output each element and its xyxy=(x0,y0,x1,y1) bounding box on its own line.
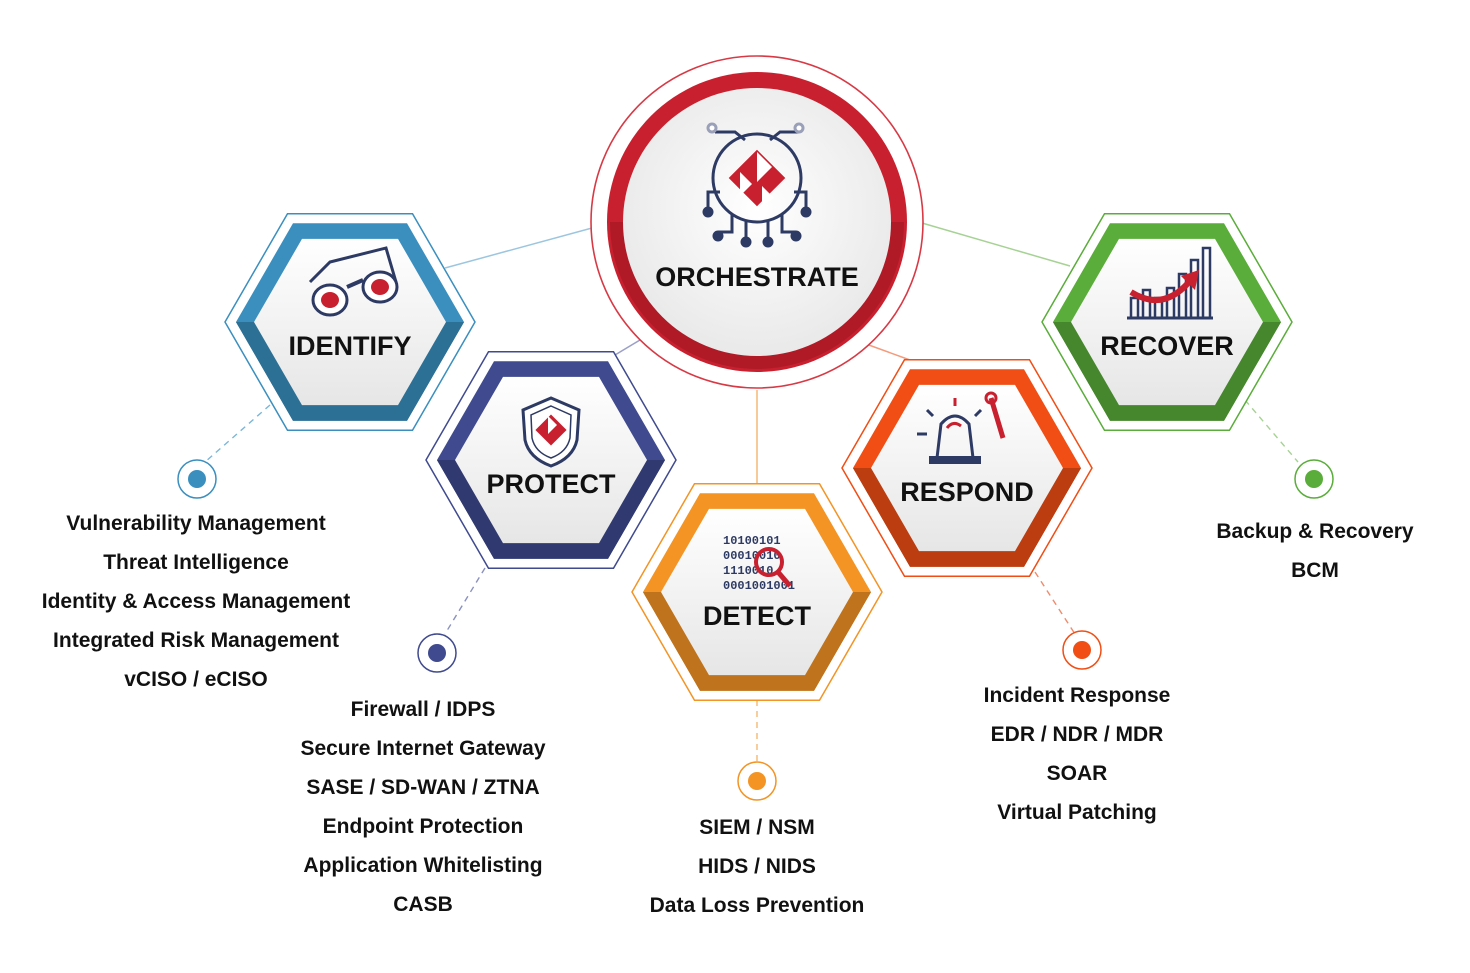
hex-node-respond: RESPOND xyxy=(841,358,1093,578)
shield-icon xyxy=(521,396,581,468)
list-detect: SIEM / NSM HIDS / NIDS Data Loss Preventio… xyxy=(577,808,937,925)
detect-label: DETECT xyxy=(703,601,812,631)
leader-recover xyxy=(1244,399,1299,463)
list-item: Backup & Recovery xyxy=(1216,520,1414,543)
leader-protect xyxy=(444,567,486,635)
dot-recover xyxy=(1294,459,1334,499)
binoculars-icon xyxy=(308,246,399,317)
hex-node-recover: RECOVER xyxy=(1041,212,1293,432)
connector-identify xyxy=(444,227,593,269)
list-item: vCISO / eCISO xyxy=(124,668,268,691)
dot-protect xyxy=(417,633,457,673)
growth-chart-icon xyxy=(1127,246,1213,320)
list-item: Identity & Access Management xyxy=(41,590,351,613)
hex-node-protect: PROTECT xyxy=(425,350,677,570)
leader-identify xyxy=(204,404,271,463)
identify-label: IDENTIFY xyxy=(288,331,411,361)
binary-row: 0001001001 xyxy=(723,579,795,593)
dot-respond xyxy=(1062,630,1102,670)
leaders xyxy=(204,399,1299,762)
connector-recover xyxy=(921,222,1071,267)
respond-label: RESPOND xyxy=(900,477,1034,507)
center-node-orchestrate: ORCHESTRATE xyxy=(590,55,924,389)
list-item: Firewall / IDPS xyxy=(350,698,496,721)
list-item: Endpoint Protection xyxy=(322,815,524,838)
list-item: CASB xyxy=(393,893,453,916)
list-item: SIEM / NSM xyxy=(699,816,815,839)
list-item: Incident Response xyxy=(983,684,1171,707)
dot-detect xyxy=(737,761,777,801)
protect-label: PROTECT xyxy=(486,469,616,499)
hex-node-identify: IDENTIFY xyxy=(224,212,476,432)
list-item: Threat Intelligence xyxy=(103,551,289,574)
list-item: Secure Internet Gateway xyxy=(300,737,546,760)
list-item: Application Whitelisting xyxy=(303,854,543,877)
binary-row: 10100101 xyxy=(723,534,781,548)
dot-identify xyxy=(177,459,217,499)
list-item: BCM xyxy=(1291,559,1339,582)
list-item: Data Loss Prevention xyxy=(649,894,865,917)
binary-row: 00010010 xyxy=(723,549,781,563)
list-item: SOAR xyxy=(1046,762,1108,785)
list-item: HIDS / NIDS xyxy=(698,855,816,878)
center-label: ORCHESTRATE xyxy=(655,262,859,292)
list-item: Integrated Risk Management xyxy=(53,629,339,652)
leader-respond xyxy=(1034,571,1076,635)
alarm-wrench-icon xyxy=(917,391,1006,464)
circuit-logo-icon xyxy=(702,122,812,248)
list-item: EDR / NDR / MDR xyxy=(990,723,1164,746)
list-item: SASE / SD-WAN / ZTNA xyxy=(306,776,540,799)
recover-label: RECOVER xyxy=(1100,331,1234,361)
list-item: Virtual Patching xyxy=(997,801,1157,824)
list-item: Vulnerability Management xyxy=(66,512,326,535)
